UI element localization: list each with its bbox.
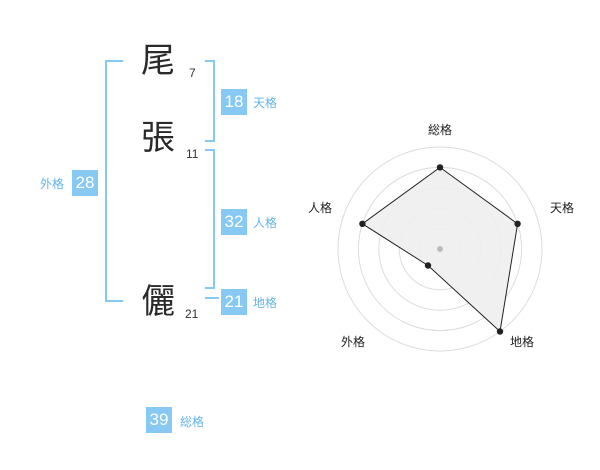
chikaku-label: 地格 <box>253 296 278 310</box>
name-char-2: 張 <box>141 118 175 158</box>
jinkaku-bracket <box>205 149 215 289</box>
radar-point-5 <box>359 220 366 227</box>
radar-center-dot <box>437 246 443 252</box>
radar-label-jinkaku: 人格 <box>308 201 333 215</box>
radar-point-2 <box>514 220 521 227</box>
name-char-3: 儷 <box>141 282 175 322</box>
chikaku-bracket <box>205 297 219 299</box>
stroke-count-1: 7 <box>189 66 196 80</box>
jinkaku-value: 32 <box>221 209 247 235</box>
gaikaku-bracket <box>105 60 123 302</box>
soukaku-value: 39 <box>146 407 172 433</box>
radar-point-1 <box>436 164 444 171</box>
gaikaku-value: 28 <box>72 170 98 196</box>
name-char-1: 尾 <box>141 41 175 81</box>
stroke-count-3: 21 <box>185 307 199 321</box>
tenkaku-value: 18 <box>221 89 247 115</box>
radar-point-3 <box>496 328 504 335</box>
gaikaku-label: 外格 <box>40 177 65 191</box>
radar-label-gaikaku: 外格 <box>341 335 366 349</box>
radar-label-chikaku: 地格 <box>510 335 535 349</box>
radar-ring <box>337 146 543 352</box>
radar-point-4 <box>424 262 432 269</box>
jinkaku-label: 人格 <box>253 216 278 230</box>
chikaku-value: 21 <box>221 289 247 315</box>
tenkaku-bracket <box>205 60 215 142</box>
stroke-count-2: 11 <box>186 147 199 161</box>
radar-label-soukaku: 総格 <box>428 123 453 137</box>
radar-label-tenkaku: 天格 <box>550 201 575 215</box>
soukaku-label: 総格 <box>180 415 205 429</box>
tenkaku-label: 天格 <box>253 96 278 110</box>
